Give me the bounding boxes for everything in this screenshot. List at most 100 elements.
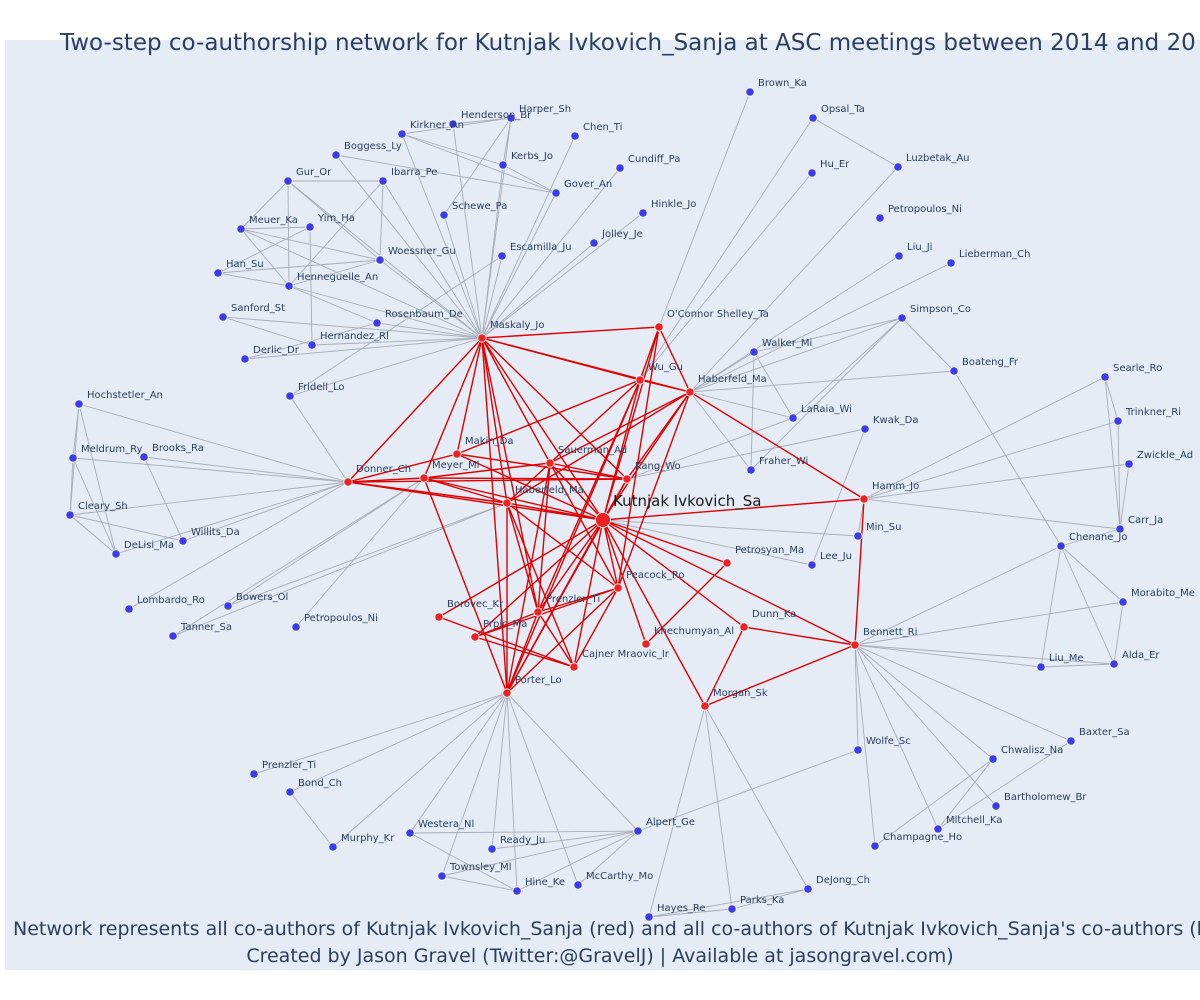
node-blue[interactable] <box>894 251 904 261</box>
node-blue[interactable] <box>807 560 817 570</box>
node-blue[interactable] <box>331 150 341 160</box>
node-blue[interactable] <box>74 399 84 409</box>
node-blue[interactable] <box>860 424 870 434</box>
node-blue[interactable] <box>397 129 407 139</box>
node-blue[interactable] <box>946 258 956 268</box>
node-blue[interactable] <box>240 354 250 364</box>
node-blue[interactable] <box>375 255 385 265</box>
node-blue[interactable] <box>178 536 188 546</box>
node-red[interactable] <box>700 701 710 711</box>
node-blue[interactable] <box>746 465 756 475</box>
node-blue[interactable] <box>291 622 301 632</box>
node-blue[interactable] <box>65 510 75 520</box>
node-blue[interactable] <box>305 222 315 232</box>
node-blue[interactable] <box>497 251 507 261</box>
node-red[interactable] <box>434 612 444 622</box>
node-blue[interactable] <box>372 318 382 328</box>
node-red[interactable] <box>502 688 512 698</box>
node-blue[interactable] <box>168 631 178 641</box>
node-red[interactable] <box>859 494 869 504</box>
node-blue[interactable] <box>284 281 294 291</box>
node-red[interactable] <box>635 375 645 385</box>
node-blue[interactable] <box>439 210 449 220</box>
node-red[interactable] <box>545 458 555 468</box>
node-blue[interactable] <box>589 238 599 248</box>
node-blue[interactable] <box>745 87 755 97</box>
node-blue[interactable] <box>506 113 516 123</box>
node-blue[interactable] <box>307 340 317 350</box>
node-blue[interactable] <box>933 824 943 834</box>
node-red[interactable] <box>739 622 749 632</box>
node-blue[interactable] <box>991 801 1001 811</box>
node-blue[interactable] <box>487 844 497 854</box>
node-blue[interactable] <box>807 168 817 178</box>
node-blue[interactable] <box>638 208 648 218</box>
node-blue[interactable] <box>68 453 78 463</box>
node-blue[interactable] <box>644 912 654 922</box>
node-blue[interactable] <box>573 880 583 890</box>
node-blue[interactable] <box>1118 597 1128 607</box>
node-blue[interactable] <box>949 366 959 376</box>
node-blue[interactable] <box>788 413 798 423</box>
node-blue[interactable] <box>615 163 625 173</box>
node-blue[interactable] <box>870 841 880 851</box>
node-blue[interactable] <box>378 176 388 186</box>
node-red[interactable] <box>477 333 487 343</box>
node-red[interactable] <box>470 632 480 642</box>
node-blue[interactable] <box>1113 416 1123 426</box>
node-blue[interactable] <box>853 745 863 755</box>
node-red[interactable] <box>722 558 732 568</box>
node-blue[interactable] <box>405 828 415 838</box>
node-blue[interactable] <box>437 871 447 881</box>
node-blue[interactable] <box>893 162 903 172</box>
node-blue[interactable] <box>223 601 233 611</box>
node-blue[interactable] <box>988 754 998 764</box>
node-blue[interactable] <box>1124 459 1134 469</box>
node-blue[interactable] <box>570 131 580 141</box>
node-blue[interactable] <box>853 531 863 541</box>
node-blue[interactable] <box>1056 541 1066 551</box>
node-blue[interactable] <box>448 119 458 129</box>
node-red[interactable] <box>641 639 651 649</box>
node-red[interactable] <box>419 473 429 483</box>
node-red[interactable] <box>502 498 512 508</box>
node-blue[interactable] <box>328 842 338 852</box>
node-blue[interactable] <box>285 787 295 797</box>
node-blue[interactable] <box>1115 524 1125 534</box>
node-blue[interactable] <box>111 549 121 559</box>
node-red[interactable] <box>452 449 462 459</box>
node-blue[interactable] <box>285 391 295 401</box>
node-red[interactable] <box>533 607 543 617</box>
node-blue[interactable] <box>551 188 561 198</box>
node-blue[interactable] <box>1109 659 1119 669</box>
node-blue[interactable] <box>897 313 907 323</box>
node-red[interactable] <box>685 387 695 397</box>
node-red[interactable] <box>613 583 623 593</box>
node-blue[interactable] <box>1066 736 1076 746</box>
plot-area[interactable] <box>5 40 1200 970</box>
node-blue[interactable] <box>1036 662 1046 672</box>
node-blue[interactable] <box>498 160 508 170</box>
node-blue[interactable] <box>808 113 818 123</box>
node-blue[interactable] <box>875 213 885 223</box>
node-red[interactable] <box>569 662 579 672</box>
node-red[interactable] <box>343 477 353 487</box>
node-blue[interactable] <box>124 604 134 614</box>
node-blue[interactable] <box>139 452 149 462</box>
node-blue[interactable] <box>213 268 223 278</box>
node-blue[interactable] <box>803 884 813 894</box>
node-red[interactable] <box>622 474 632 484</box>
node-blue[interactable] <box>727 904 737 914</box>
node-blue[interactable] <box>249 769 259 779</box>
node-blue[interactable] <box>1100 372 1110 382</box>
node-blue[interactable] <box>236 224 246 234</box>
node-blue[interactable] <box>749 347 759 357</box>
node-blue[interactable] <box>633 826 643 836</box>
node-blue[interactable] <box>283 176 293 186</box>
node-central[interactable] <box>595 512 611 528</box>
node-red[interactable] <box>850 640 860 650</box>
node-blue[interactable] <box>512 886 522 896</box>
node-blue[interactable] <box>218 312 228 322</box>
node-red[interactable] <box>654 322 664 332</box>
